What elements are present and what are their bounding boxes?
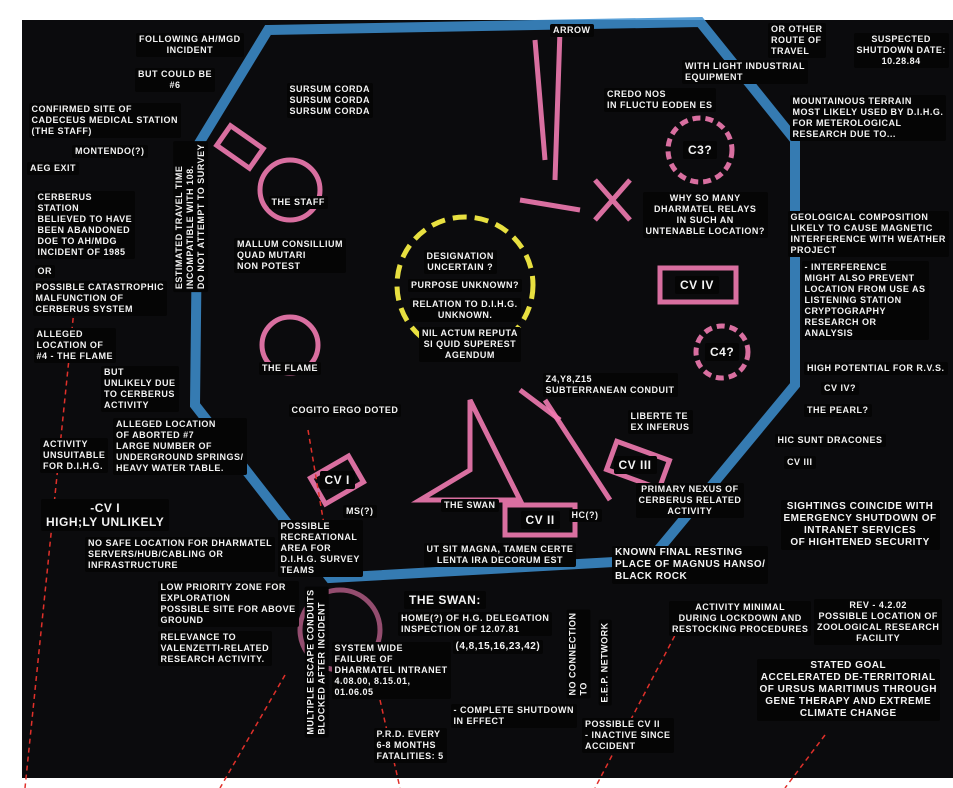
cv-iv-box [657,265,739,305]
cross-mark [518,178,632,422]
annotation-label: - COMPLETE SHUTDOWN IN EFFECT [450,704,577,728]
annotation-label: BUT UNLIKELY DUE TO CERBERUS ACTIVITY [101,366,179,412]
annotation-label: ARROW [550,23,594,37]
annotation-label: CERBERUS STATION BELIEVED TO HAVE BEEN A… [34,191,136,259]
arrow-station-mark [519,29,581,213]
designation-uncertain-ring [394,214,536,356]
pointer-line [594,619,684,788]
annotation-label: P.R.D. EVERY 6-8 MONTHS FATALITIES: 5 [373,727,447,763]
annotation-label: RELEVANCE TO VALENZETTI-RELATED RESEARCH… [157,630,273,666]
annotation-label: ACTIVITY MINIMAL DURING LOCKDOWN AND RES… [669,600,812,636]
annotation-label: MOUNTAINOUS TERRAIN MOST LIKELY USED BY … [789,95,947,141]
annotation-label: SURSUM CORDA SURSUM CORDA SURSUM CORDA [286,82,374,118]
annotation-label: CV III [784,455,816,469]
pointer-line [784,734,826,788]
annotation-label: NIL ACTUM REPUTA SI QUID SUPEREST AGENDU… [419,326,521,362]
annotation-label: SUSPECTED SHUTDOWN DATE: 10.28.84 [853,32,949,68]
annotation-label: THE FLAME [259,361,321,375]
annotation-label: CV III [613,456,657,474]
annotation-label: CV IV? [821,381,860,395]
annotation-label: POSSIBLE CATASTROPHIC MALFUNCTION OF CER… [32,280,168,316]
annotation-label: ACTIVITY UNSUITABLE FOR D.I.H.G. [40,437,109,473]
annotation-label: PRIMARY NEXUS OF CERBERUS RELATED ACTIVI… [635,482,745,518]
c4-mark [693,323,751,381]
annotation-label: REV - 4.2.02 POSSIBLE LOCATION OF ZOOLOG… [814,599,943,645]
staff-station-mark [257,157,323,223]
annotation-label: THE STAFF [268,195,328,209]
annotation-label: CV I [319,471,355,489]
annotation-label: (4,8,15,16,23,42) [452,640,544,654]
annotation-label: CV II [520,511,560,529]
annotation-label: SYSTEM WIDE FAILURE OF DHARMATEL INTRANE… [331,641,451,699]
annotation-label: POSSIBLE CV II - INACTIVE SINCE ACCIDENT [582,717,674,753]
annotation-label: MULTIPLE ESCAPE CONDUITS BLOCKED AFTER I… [304,586,329,738]
cv-i-box [307,452,367,508]
annotation-label: ESTIMATED TRAVEL TIME INCOMPATIBLE WITH … [172,140,208,292]
annotation-label: KNOWN FINAL RESTING PLACE OF MAGNUS HANS… [612,546,769,584]
annotation-label: HOME(?) OF H.G. DELEGATION INSPECTION OF… [398,612,553,636]
annotation-label: HC(?) [568,508,602,522]
annotation-label: WHY SO MANY DHARMATEL RELAYS IN SUCH AN … [642,192,768,238]
annotation-label: SIGHTINGS COINCIDE WITH EMERGENCY SHUTDO… [780,500,940,550]
cv-iii-box [603,438,673,492]
pointer-line [219,674,286,788]
annotation-label: E.E.P. NETWORK [598,618,612,706]
annotation-label: AEG EXIT [27,161,80,175]
annotation-label: NO SAFE LOCATION FOR DHARMATEL SERVERS/H… [85,536,276,572]
annotation-label: NO CONNECTION TO [566,609,590,699]
annotation-label: ALLEGED LOCATION OF ABORTED #7 LARGE NUM… [113,417,247,475]
annotation-label: FOLLOWING AH/MGD INCIDENT [136,33,244,57]
annotation-label: THE PEARL? [804,403,872,417]
annotation-label: RELATION TO D.I.H.G. UNKNOWN. [409,298,521,322]
annotation-label: ALLEGED LOCATION OF #4 - THE FLAME [33,327,117,363]
annotation-label: OR OTHER ROUTE OF TRAVEL [768,22,826,58]
annotation-label: THE SWAN [441,498,499,512]
annotation-label: GEOLOGICAL COMPOSITION LIKELY TO CAUSE M… [787,211,949,257]
annotation-label: Z4,Y8,Z15 SUBTERRANEAN CONDUIT [542,373,678,397]
annotation-label: CV IV [675,276,719,294]
annotation-label: MONTENDO(?) [72,144,148,158]
annotation-label: CREDO NOS IN FLUCTU EODEN ES [604,88,716,112]
annotation-label: - INTERFERENCE MIGHT ALSO PREVENT LOCATI… [801,260,929,340]
annotation-label: -CV I HIGH;LY UNLIKELY [41,499,170,531]
c3-mark [665,115,735,185]
annotation-label: MALLUM CONSILLIUM QUAD MUTARI NON POTEST [234,237,346,273]
annotation-label: PURPOSE UNKNOWN? [408,278,523,292]
pointer-line [24,299,76,788]
annotation-label: HIC SUNT DRACONES [774,433,886,447]
annotation-label: LOW PRIORITY ZONE FOR EXPLORATION POSSIB… [157,581,299,627]
annotation-label: BUT COULD BE #6 [135,68,215,92]
annotation-label: C3? [683,141,718,159]
annotation-label: WITH LIGHT INDUSTRIAL EQUIPMENT [682,60,808,84]
annotation-label: HIGH POTENTIAL FOR R.V.S. [804,361,948,375]
annotation-label: C4? [705,343,740,361]
annotation-label: DESIGNATION UNCERTAIN ? [423,250,497,274]
annotation-label: UT SIT MAGNA, TAMEN CERTE LENTA IRA DECO… [423,543,577,567]
annotation-label: OR [34,264,55,278]
annotation-label: THE SWAN: [404,591,486,609]
annotation-label: COGITO ERGO DOTED [288,403,402,417]
staff-handle-mark [213,122,267,172]
annotation-label: MS(?) [343,504,377,518]
annotation-label: LIBERTE TE EX INFERUS [627,410,693,434]
annotation-label: POSSIBLE RECREATIONAL AREA FOR D.I.H.G. … [277,519,363,577]
annotation-label: STATED GOAL ACCELERATED DE-TERRITORIAL O… [756,659,940,721]
annotation-label: CONFIRMED SITE OF CADECEUS MEDICAL STATI… [28,102,182,138]
